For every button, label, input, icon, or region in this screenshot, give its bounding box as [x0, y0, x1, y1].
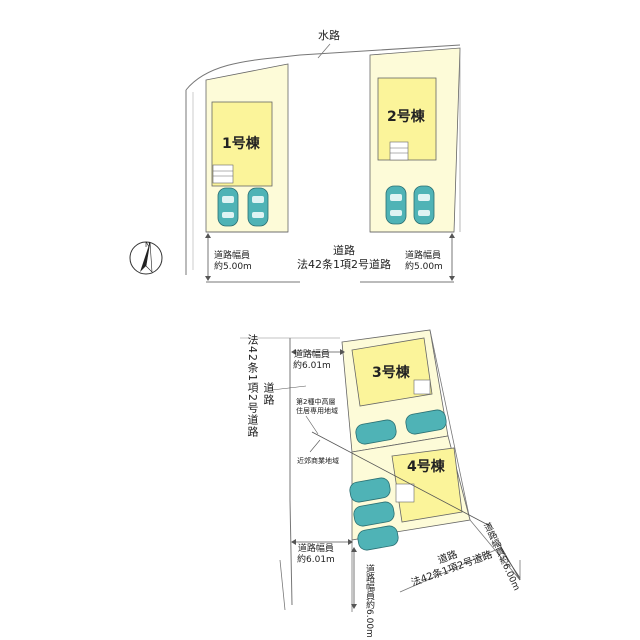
house-1 [211, 101, 273, 187]
width-sw-label: 道路幅員約6.00m [364, 564, 374, 638]
zone-boundary [311, 431, 491, 527]
house-3 [351, 337, 433, 407]
width-right-value: 約5.00m [405, 262, 443, 272]
west-road-law: 法42条1項2号道路 [246, 334, 259, 438]
house-3-label: 3号棟 [372, 365, 410, 381]
house-2-label: 2号棟 [387, 109, 425, 125]
car [349, 409, 447, 551]
zone-north-line2: 住居専用地域 [296, 407, 338, 415]
house-1-label: 1号棟 [222, 136, 260, 152]
waterway-leader [317, 43, 331, 59]
width-right-title: 道路幅員 [405, 251, 442, 261]
width-top-title: 道路幅員 [293, 350, 330, 360]
road-edge-west [289, 338, 293, 606]
north-road-law: 法42条1項2号道路 [297, 258, 391, 271]
width-left-value: 約5.00m [214, 262, 252, 272]
waterway-label: 水路 [318, 29, 340, 42]
west-road-title: 道路 [262, 382, 275, 406]
width-bottom-value: 約6.01m [297, 555, 335, 565]
north-arrow-icon [140, 242, 150, 272]
north-road-title: 道路 [333, 244, 355, 257]
road-leader [271, 385, 307, 391]
width-bottom-title: 道路幅員 [297, 544, 334, 554]
width-top-value: 約6.01m [293, 361, 331, 371]
width-left-label: 道路幅員 約5.00m [214, 251, 252, 273]
width-bottom-label: 道路幅員 約6.01m [297, 544, 335, 566]
car [217, 185, 435, 227]
north-circle [129, 241, 163, 275]
width-top-label: 道路幅員 約6.01m [293, 350, 331, 372]
waterway-line [185, 44, 461, 91]
zone-north-label: 第2種中高層 住居専用地域 [296, 398, 338, 416]
width-left-title: 道路幅員 [214, 251, 251, 261]
house-4-label: 4号棟 [407, 459, 445, 475]
north-road-label: 道路 法42条1項2号道路 [284, 244, 404, 272]
north-letter: N [145, 241, 151, 249]
zone-south-label: 近郊商業地域 [297, 457, 339, 465]
width-right-label: 道路幅員 約5.00m [405, 251, 443, 273]
zone-north-line1: 第2種中高層 [296, 398, 336, 406]
